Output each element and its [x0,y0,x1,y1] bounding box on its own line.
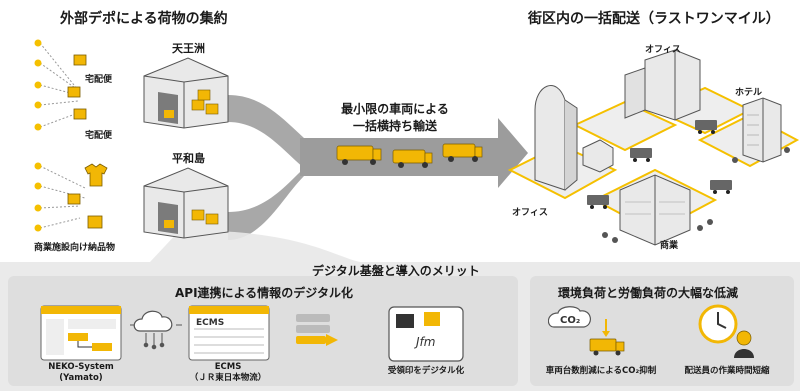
co2-truck-icon: CO₂ [548,306,625,356]
environment-panel [530,276,794,386]
transport-caption: 最小限の車両による 一括横持ち輸送 [330,100,460,134]
truck-icon [336,145,382,165]
depot-bottom-label: 平和島 [172,152,205,165]
digital-header: デジタル基盤と導入のメリット [312,264,480,278]
building-label-office-left: オフィス [512,208,548,218]
right-section-title: 街区内の一括配送（ラストワンマイル） [528,11,780,27]
co2-text: CO₂ [560,315,580,326]
delivery-truck-icon [587,195,609,209]
building-label-office-top: オフィス [645,45,681,55]
worker-clock-icon [698,304,754,358]
office-tower-top [624,49,701,121]
digital-subtitle: API連携による情報のデジタル化 [175,286,353,300]
depot-bottom-building [143,167,229,239]
delivery-truck-icon [630,148,652,162]
depot-top-building [143,57,229,129]
parcel-label-1: 宅配便 [85,75,113,85]
building-label-commercial: 商業 [660,241,679,251]
city-block-illustration [507,49,800,246]
digital-signature-tablet: Jfm [388,306,464,362]
hotel-tower [742,97,782,163]
neko-system-screen [40,305,122,361]
truck-convoy [336,143,483,168]
neko-label-line-1: NEKO-System [48,362,114,372]
clothing-icon [84,163,108,187]
parcel-label-2: 宅配便 [85,131,113,141]
ecms-label: ECMS （ＪＲ東日本物流） [172,362,284,384]
commercial-label: 商業施設向け納品物 [34,243,116,253]
time-label: 配送員の作業時間短縮 [684,366,770,376]
signature-text: Jfm [414,335,435,349]
upper-parcel-group [34,39,87,131]
ecms-label-line-2: （ＪＲ東日本物流） [189,373,267,383]
left-section-title: 外部デポによる荷物の集約 [60,11,228,27]
delivery-truck-icon [695,120,717,134]
neko-label-line-2: (Yamato) [59,373,103,383]
data-transfer-arrow [296,314,338,346]
co2-label: 車両台数削減によるCO₂抑制 [545,366,657,376]
ecms-screen-title: ECMS [196,318,224,328]
delivery-truck-icon [710,180,732,194]
receipt-label: 受領印をデジタル化 [387,366,465,376]
lower-parcel-group [34,162,108,232]
commercial-building [619,174,691,246]
neko-label: NEKO-System (Yamato) [28,362,134,384]
building-label-hotel: ホテル [735,88,763,98]
truck-icon [392,149,433,168]
parcel-box-icon [67,54,87,120]
transport-line-1: 最小限の車両による [341,102,449,116]
ecms-screen: ECMS [188,305,270,361]
office-tower-left [534,85,578,191]
cloud-api-icon [130,310,182,350]
environment-title: 環境負荷と労働負荷の大幅な低減 [558,286,739,300]
ecms-label-line-1: ECMS [214,362,242,372]
transport-line-2: 一括横持ち輸送 [352,119,437,133]
truck-icon [442,143,483,162]
depot-top-label: 天王洲 [172,42,205,55]
lower-flow-arrow [228,168,340,240]
